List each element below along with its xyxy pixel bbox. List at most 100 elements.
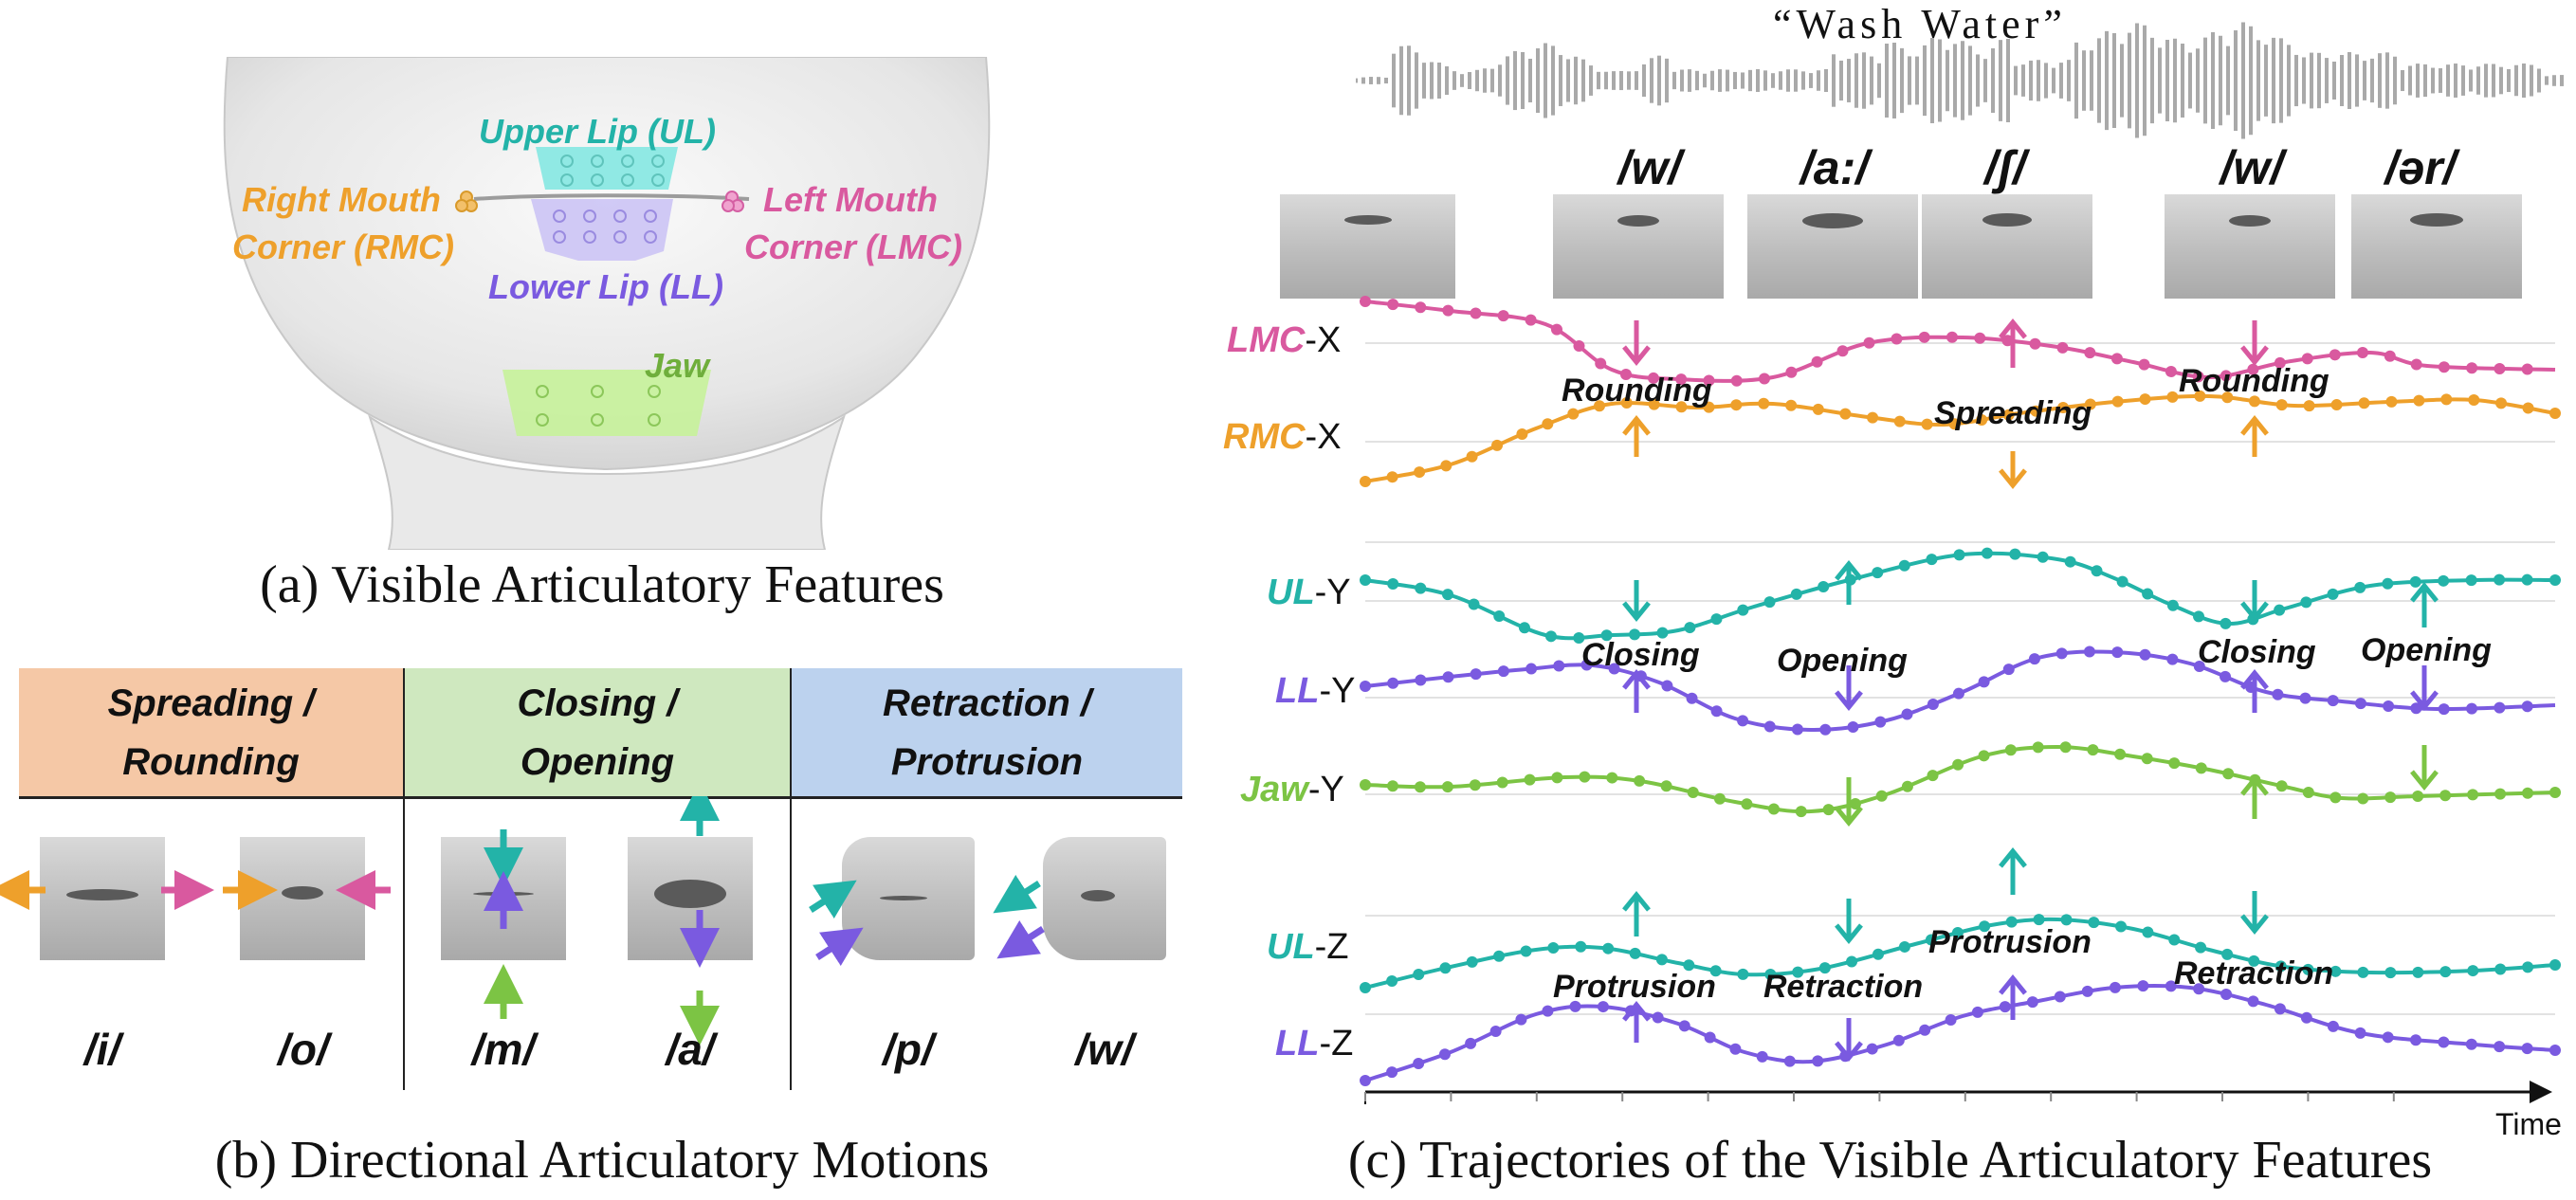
trajectory-sample-point: [2466, 362, 2478, 374]
thumb-p: [842, 837, 975, 960]
trajectory-sample-point: [1520, 945, 1532, 957]
trajectory-sample-point: [1898, 940, 1910, 953]
trajectory-sample-point: [1595, 357, 1607, 370]
trajectory-sample-point: [2549, 574, 2561, 586]
trajectory-sample-point: [1737, 604, 1749, 616]
trajectory-sample-point: [2409, 575, 2421, 588]
trajectory-sample-point: [1470, 307, 1482, 319]
trajectory-sample-point: [2327, 588, 2339, 600]
trajectory-sample-point: [1647, 372, 1659, 384]
panel-b: Spreading /Rounding Closing /Opening Ret…: [0, 664, 1204, 1200]
trajectory-sample-point: [2030, 405, 2042, 417]
trajectory-sample-point: [2329, 965, 2342, 977]
trajectory-sample-point: [2193, 983, 2205, 995]
trajectory-sample-point: [2081, 985, 2093, 997]
motion-opening-2: Opening: [2361, 632, 2492, 668]
track-name-jaw-y: Jaw: [1240, 770, 1308, 809]
trajectory-sample-point: [2303, 400, 2315, 412]
trajectory-sample-point: [1791, 723, 1803, 736]
trajectory-sample-point: [1415, 674, 1427, 686]
utt-face-w2: [2165, 194, 2335, 299]
motion-closing-1: Closing: [1581, 637, 1700, 673]
trajectory-sample-point: [2327, 695, 2339, 707]
track-label-ll-z: LL-Z: [1275, 1024, 1353, 1064]
motion-arrowhead: [1622, 345, 1651, 366]
trajectory-sample-point: [2384, 350, 2396, 362]
trajectory-sample-point: [1686, 692, 1698, 704]
trajectory-sample-point: [1466, 955, 1478, 968]
motion-rounding-2: Rounding: [2179, 363, 2329, 399]
trajectory-sample-point: [1919, 1024, 1931, 1036]
trajectory-sample-point: [2354, 581, 2366, 593]
trajectory-sample-point: [1518, 622, 1530, 634]
trajectory-sample-point: [2521, 363, 2533, 375]
trajectory-sample-point: [2114, 748, 2127, 760]
motion-arrowhead: [2240, 415, 2269, 436]
trajectory-sample-point: [1442, 589, 1454, 601]
trajectory-sample-point: [2033, 914, 2045, 926]
trajectory-sample-point: [1597, 1001, 1609, 1013]
trajectory-sample-point: [2521, 1043, 2533, 1055]
trajectory-sample-point: [2168, 757, 2181, 770]
header-3-line-1: Retraction /: [882, 682, 1092, 724]
trajectory-sample-point: [1660, 780, 1672, 792]
trajectory-sample-point: [1849, 798, 1861, 810]
trajectory-sample-point: [1386, 471, 1398, 483]
trajectory-sample-point: [1741, 798, 1753, 810]
track-label-ul-z: UL-Z: [1267, 927, 1349, 968]
trajectory-sample-point: [1360, 779, 1371, 791]
trajectory-sample-point: [2002, 664, 2015, 676]
trajectory-sample-point: [1684, 622, 1696, 634]
motion-arrowhead: [2240, 914, 2269, 935]
thumb-i: [40, 837, 165, 960]
trajectory-sample-point: [1710, 613, 1723, 626]
trajectory-sample-point: [2138, 358, 2150, 371]
trajectory-sample-point: [1713, 792, 1726, 805]
trajectory-sample-point: [2440, 393, 2453, 406]
trajectory-sample-point: [2275, 780, 2288, 792]
trajectory-sample-point: [1629, 947, 1641, 959]
trajectory-sample-point: [2088, 917, 2100, 929]
trajectory-sample-point: [1414, 781, 1426, 793]
trajectory-sample-point: [1515, 1013, 1527, 1026]
phoneme-p: /p/: [883, 1025, 934, 1074]
panel-b-caption: (b) Directional Articulatory Motions: [214, 1131, 990, 1190]
trajectory-sample-point: [2005, 916, 2018, 928]
trajectory-sample-point: [2329, 791, 2342, 804]
track-label-lmc: LMC-X: [1227, 320, 1341, 361]
trajectory-sample-point: [1892, 1034, 1905, 1046]
trajectory-sample-point: [2194, 390, 2206, 402]
trajectory-sample-point: [2382, 1031, 2394, 1044]
motion-arrowhead: [1622, 891, 1651, 912]
trajectory-sample-point: [2009, 548, 2021, 560]
motion-arrowhead: [2410, 582, 2439, 603]
trajectory-sample-point: [1945, 1014, 1957, 1027]
track-name-ll-y: LL: [1275, 671, 1320, 711]
trajectory-sample-point: [1608, 663, 1620, 675]
trajectory-sample-point: [1730, 399, 1743, 411]
trajectory-sample-point: [2059, 741, 2072, 754]
track-suffix-jaw-y: -Y: [1307, 770, 1344, 809]
trajectory-sample-point: [2410, 358, 2422, 371]
trajectory-sample-point: [2382, 577, 2394, 590]
trajectory-sample-point: [1493, 609, 1506, 622]
trajectory-sample-point: [2166, 653, 2179, 665]
trajectory-sample-point: [2116, 575, 2128, 588]
upper-lip-label: Upper Lip (UL): [479, 112, 716, 151]
trajectory-sample-point: [1891, 333, 1903, 345]
trajectory-sample-point: [1525, 314, 1537, 326]
trajectory-sample-point: [1516, 427, 1528, 440]
trajectory-sample-point: [2494, 362, 2506, 374]
utt-phoneme-a: /a:/: [1800, 141, 1870, 194]
trajectory-sample-point: [2465, 574, 2477, 587]
trajectory-sample-point: [2412, 790, 2424, 802]
trajectory-sample-point: [1497, 665, 1509, 678]
trajectory-sample-point: [1921, 418, 1933, 430]
utt-face-w1: [1553, 194, 1724, 299]
track-label-jaw-y: Jaw-Y: [1240, 770, 1344, 810]
motion-arrows: [0, 796, 1045, 1045]
lmc-x-curve: [1364, 300, 2556, 383]
trajectory-sample-point: [1812, 1055, 1824, 1067]
track-suffix-rmc: -X: [1305, 417, 1342, 457]
trajectory-sample-point: [1730, 374, 1743, 387]
